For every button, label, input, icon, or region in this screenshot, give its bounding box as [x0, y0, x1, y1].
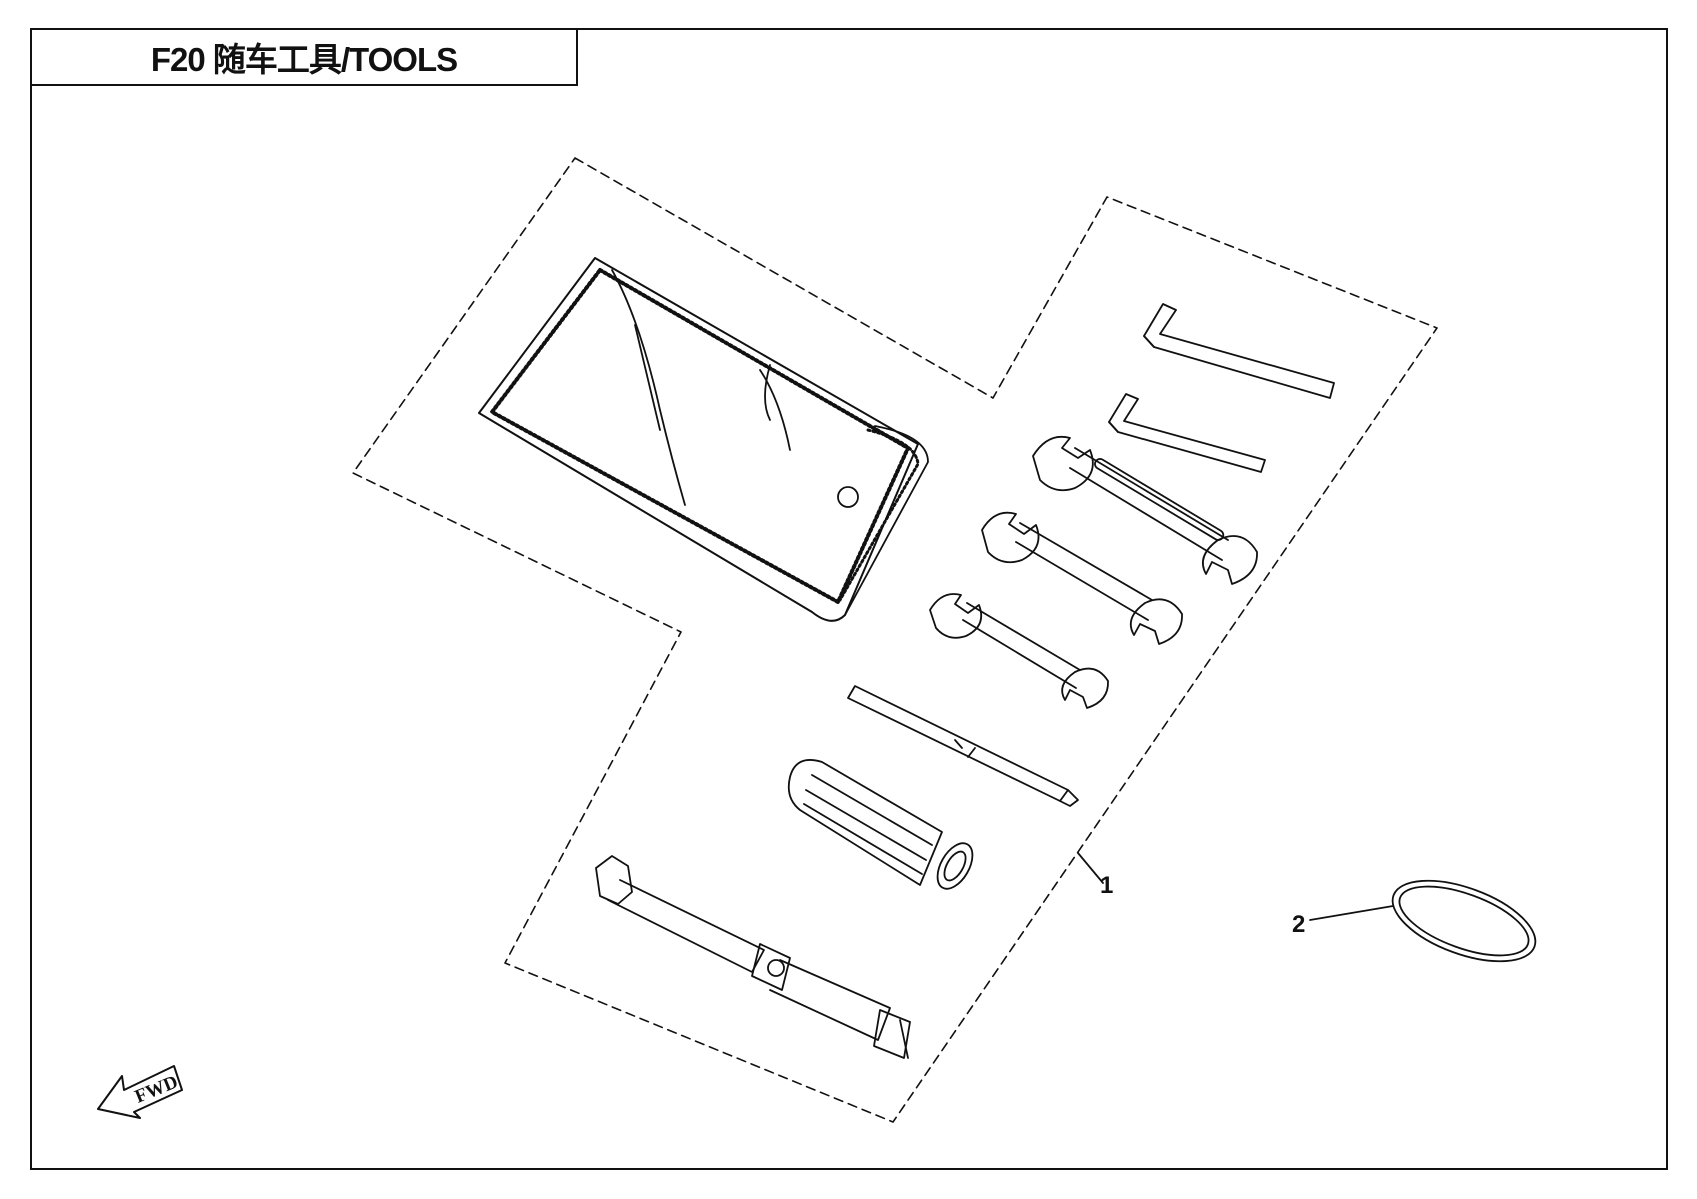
title-block: F20 随车工具/TOOLS: [30, 28, 578, 86]
callout-1: 1: [1100, 872, 1113, 899]
leader-line-1: [1077, 852, 1104, 884]
open-end-wrench-medium: [981, 511, 1183, 645]
o-ring: [1391, 879, 1537, 963]
hex-key-small: [1108, 393, 1266, 473]
drawing-frame: [30, 28, 1668, 1170]
hex-key-large: [1143, 303, 1335, 399]
tool-bag: [478, 257, 929, 622]
open-end-wrench-small: [929, 593, 1109, 709]
screwdriver-handle: [787, 759, 974, 890]
screwdriver-shaft: [847, 685, 1079, 807]
spark-plug-wrench: [595, 855, 911, 1059]
open-end-wrench-large: [1032, 435, 1258, 585]
leader-line-2: [1309, 905, 1394, 921]
page-title: F20 随车工具/TOOLS: [150, 41, 458, 78]
forward-direction-arrow-icon: [97, 1065, 183, 1119]
callout-2: 2: [1292, 911, 1305, 938]
tool-kit-group-outline: [352, 157, 1438, 1123]
